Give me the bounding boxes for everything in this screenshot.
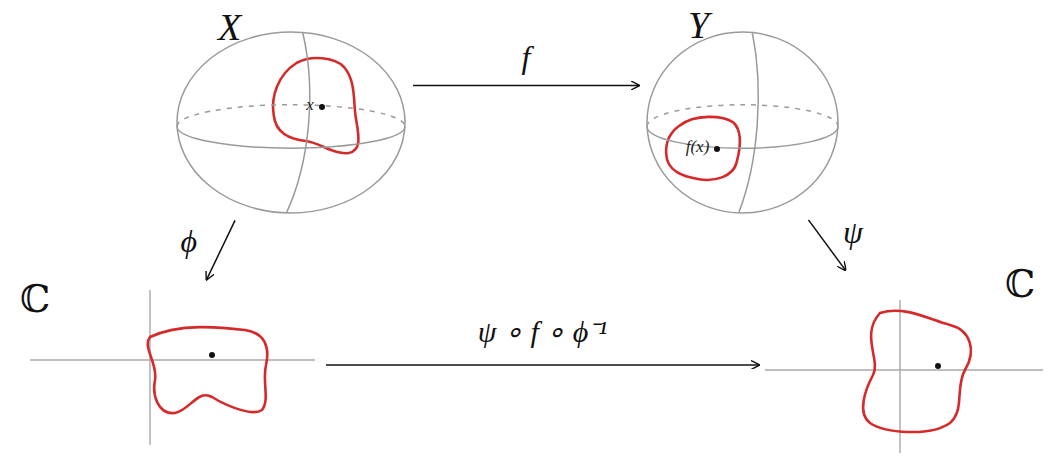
image-region <box>863 311 971 432</box>
map-arrow <box>326 364 759 366</box>
point-dot <box>319 104 325 110</box>
map-arrow <box>808 220 845 270</box>
meridian <box>739 32 759 213</box>
plane-label: ℂ <box>1005 265 1035 303</box>
complex-plane: ℂ <box>30 285 320 455</box>
map-label: f <box>520 40 533 75</box>
space-label: X <box>218 8 241 46</box>
meridian <box>286 32 309 213</box>
map-label: ψ <box>841 215 865 250</box>
plane-label: ℂ <box>20 280 50 318</box>
plane-outline <box>765 275 1045 455</box>
plane-outline <box>30 285 320 455</box>
sphere-outline <box>645 30 840 215</box>
complex-plane: ℂ <box>765 275 1045 455</box>
space-label: Y <box>688 6 709 44</box>
manifold-sphere: xX <box>175 30 407 215</box>
point-label: x <box>306 96 314 115</box>
image-region <box>148 327 268 413</box>
real-axis <box>30 359 315 360</box>
map-arrow <box>413 85 639 87</box>
sphere-outline <box>177 32 405 213</box>
real-axis <box>765 369 1043 370</box>
point-label: f(x) <box>686 138 710 157</box>
point-dot <box>714 146 720 152</box>
chart-neighborhood: f(x) <box>663 112 743 182</box>
image-point <box>209 352 215 358</box>
map-arrow <box>207 220 235 279</box>
map-label: ϕ <box>179 224 200 259</box>
map-label: ψ ∘ f ∘ ϕ⁻¹ <box>476 314 610 347</box>
equator-front <box>177 127 405 149</box>
manifold-sphere: f(x)Y <box>645 30 840 215</box>
equator-front <box>647 127 838 149</box>
imaginary-axis <box>149 290 150 445</box>
imaginary-axis <box>899 300 900 453</box>
image-point <box>935 363 941 369</box>
equator-back <box>177 105 405 127</box>
sphere-outline <box>175 30 407 215</box>
equator-back <box>647 105 838 127</box>
sphere-outline <box>647 32 838 213</box>
